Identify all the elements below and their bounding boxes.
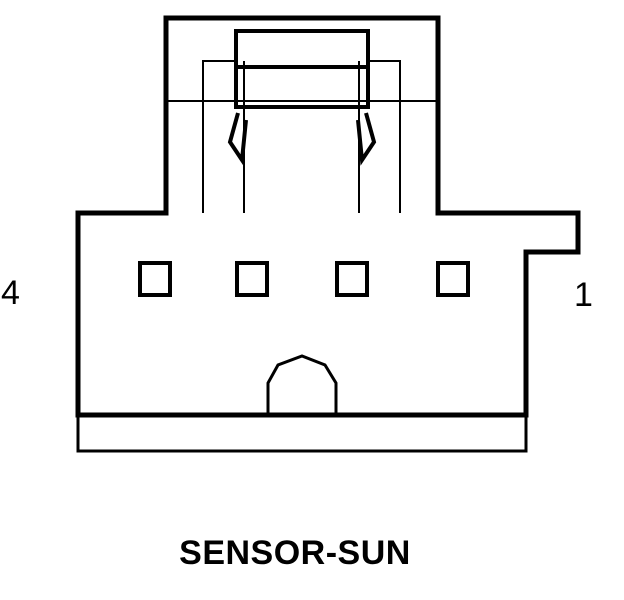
- connector-body-outline: [75, 15, 581, 418]
- latch-hook-left: [227, 112, 248, 166]
- terminal-cavity-2: [335, 261, 369, 297]
- pin-number-label-left: 4: [1, 274, 20, 312]
- connector-base-strip: [76, 415, 528, 453]
- connector-caption: SENSOR-SUN: [179, 534, 411, 572]
- polarization-key: [266, 354, 338, 415]
- terminal-cavity-4: [138, 261, 172, 297]
- latch-hook-right: [356, 112, 377, 166]
- latch-bar: [234, 29, 370, 69]
- pin-number-label-right: 1: [574, 276, 593, 314]
- latch-bar-lower: [234, 67, 370, 109]
- terminal-cavity-3: [235, 261, 269, 297]
- terminal-cavity-1: [436, 261, 470, 297]
- latch-arm-right: [358, 60, 401, 213]
